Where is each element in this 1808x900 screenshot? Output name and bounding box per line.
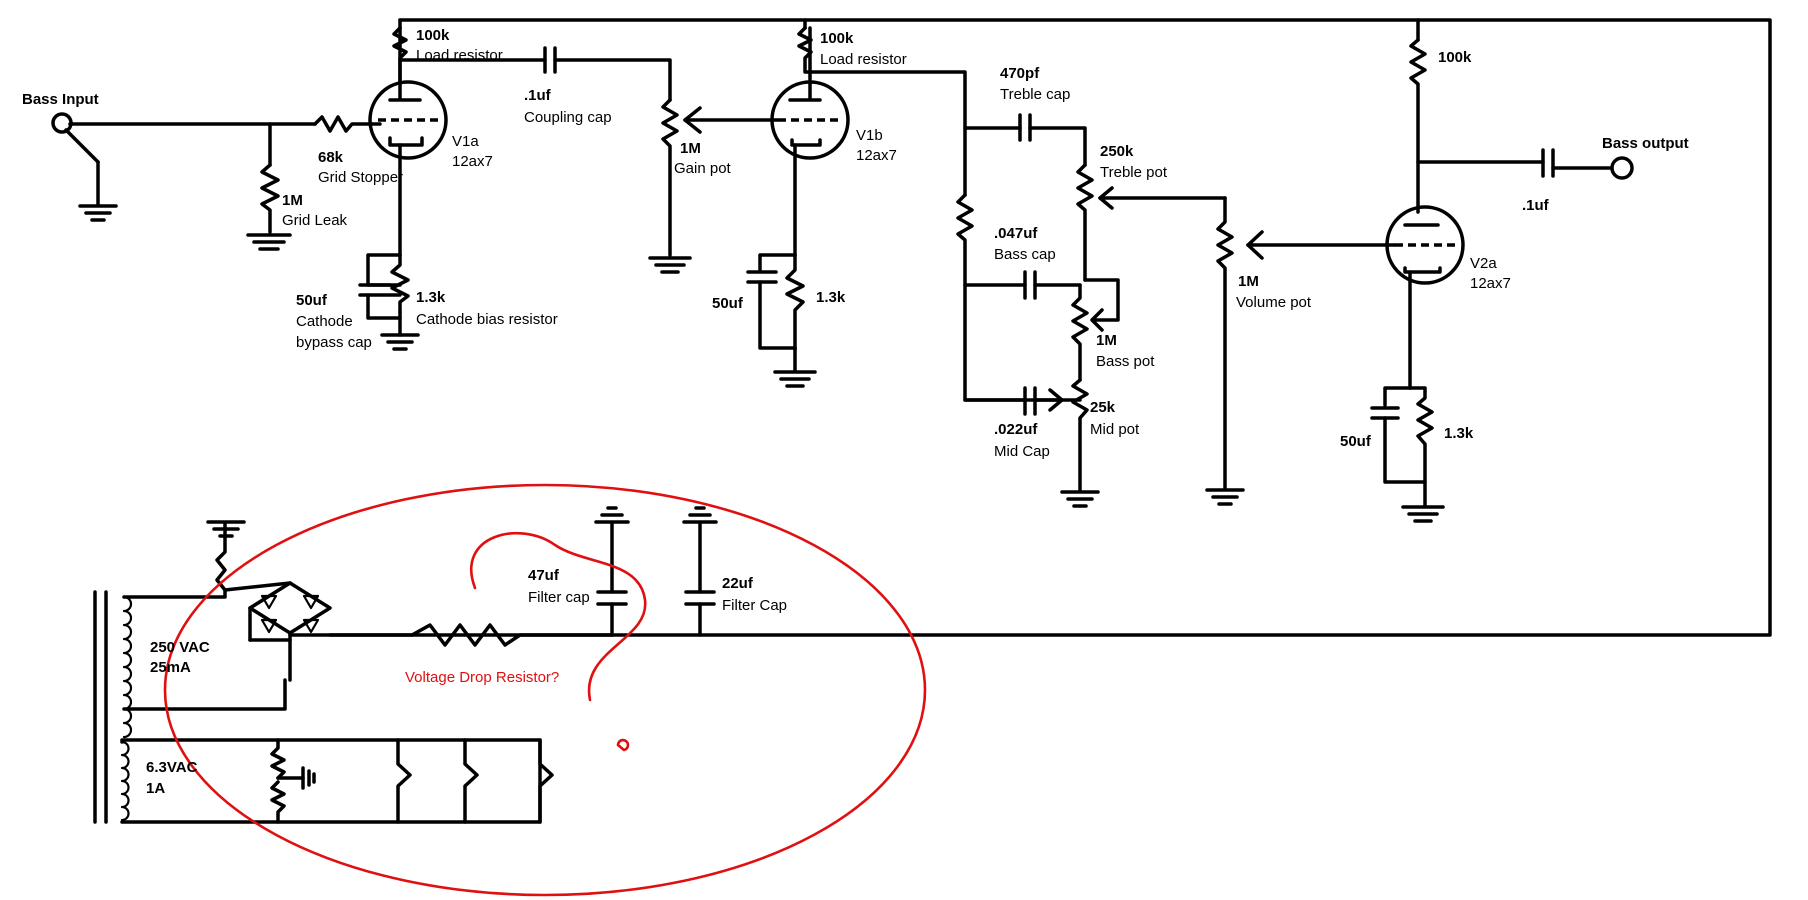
label-grid-stopper-val: 68k bbox=[318, 149, 344, 166]
mid-pot bbox=[1060, 378, 1100, 508]
mid-cap bbox=[963, 386, 1064, 416]
load-resistor-v2a bbox=[1409, 38, 1545, 214]
label-voltage-drop-note: Voltage Drop Resistor? bbox=[405, 669, 559, 686]
label-bass-cap-val: .047uf bbox=[994, 225, 1038, 242]
transformer-core bbox=[93, 590, 108, 824]
label-gain-name: Gain pot bbox=[674, 160, 732, 177]
label-grid-leak-val: 1M bbox=[282, 192, 303, 209]
label-load2-val: 100k bbox=[820, 30, 854, 47]
tone-stack-slope-resistor bbox=[956, 193, 1082, 402]
label-bass-input: Bass Input bbox=[22, 91, 99, 108]
label-out-cap-val: .1uf bbox=[1522, 197, 1550, 214]
load-resistor-v1a bbox=[392, 26, 547, 84]
bass-pot bbox=[1071, 278, 1120, 382]
label-bass-cap-name: Bass cap bbox=[994, 246, 1056, 263]
label-cathode1-res-name: Cathode bias resistor bbox=[416, 311, 558, 328]
tube-v1b bbox=[770, 26, 850, 257]
label-cathode1-cap-name2: bypass cap bbox=[296, 334, 372, 351]
label-load2-name: Load resistor bbox=[820, 51, 907, 68]
hv-ground bbox=[206, 520, 246, 538]
filter-cap-47uf bbox=[594, 506, 630, 637]
label-bass-pot-name: Bass pot bbox=[1096, 353, 1155, 370]
treble-pot bbox=[1076, 163, 1227, 282]
gain-pot bbox=[648, 98, 780, 274]
label-mid-pot-name: Mid pot bbox=[1090, 421, 1140, 438]
label-mid-pot-val: 25k bbox=[1090, 399, 1116, 416]
label-mid-cap-val: .022uf bbox=[994, 421, 1038, 438]
bridge-rectifier bbox=[223, 581, 414, 682]
label-xfmr-heater-1: 6.3VAC bbox=[146, 759, 198, 776]
transformer-heater-winding bbox=[120, 738, 542, 824]
cathode-network-v1b bbox=[746, 253, 817, 388]
label-volume-name: Volume pot bbox=[1236, 294, 1312, 311]
label-cathode2-cap-val: 50uf bbox=[712, 295, 744, 312]
label-filter1-name: Filter cap bbox=[528, 589, 590, 606]
annotation-curl bbox=[470, 531, 647, 702]
label-mid-cap-name: Mid Cap bbox=[994, 443, 1050, 460]
coupling-cap-v1a bbox=[543, 46, 672, 102]
heater-filaments bbox=[396, 738, 554, 824]
bass-input-jack bbox=[51, 112, 317, 222]
label-xfmr-hv-1: 250 VAC bbox=[150, 639, 210, 656]
label-grid-stopper-name: Grid Stopper bbox=[318, 169, 403, 186]
label-coupling-val: .1uf bbox=[524, 87, 552, 104]
filter-cap-22uf bbox=[682, 506, 718, 637]
cathode-network-v1a bbox=[358, 253, 420, 351]
label-cathode2-res-val: 1.3k bbox=[816, 289, 846, 306]
label-gain-val: 1M bbox=[680, 140, 701, 157]
grid-leak-resistor bbox=[246, 122, 292, 251]
label-treble-cap-val: 470pf bbox=[1000, 65, 1040, 82]
label-volume-val: 1M bbox=[1238, 273, 1259, 290]
label-cathode3-cap-val: 50uf bbox=[1340, 433, 1372, 450]
treble-cap bbox=[963, 113, 1087, 167]
label-v2a-name: V2a bbox=[1470, 255, 1497, 272]
label-v1b-type: 12ax7 bbox=[856, 147, 897, 164]
voltage-drop-resistor bbox=[410, 623, 614, 647]
bass-output-jack bbox=[1610, 156, 1634, 180]
label-load3-val: 100k bbox=[1438, 49, 1472, 66]
label-v1a-name: V1a bbox=[452, 133, 479, 150]
label-coupling-name: Coupling cap bbox=[524, 109, 612, 126]
label-cathode3-res-val: 1.3k bbox=[1444, 425, 1474, 442]
transformer-hv-winding bbox=[122, 522, 287, 739]
output-cap bbox=[1541, 148, 1612, 178]
label-treble-pot-name: Treble pot bbox=[1100, 164, 1168, 181]
heater-balance-resistors bbox=[270, 738, 316, 824]
label-bass-output: Bass output bbox=[1602, 135, 1689, 152]
label-filter2-val: 22uf bbox=[722, 575, 754, 592]
volume-pot bbox=[1205, 196, 1390, 506]
label-cathode1-cap-name1: Cathode bbox=[296, 313, 353, 330]
annotation-dot bbox=[616, 738, 630, 752]
label-load1-name: Load resistor bbox=[416, 47, 503, 64]
label-xfmr-heater-2: 1A bbox=[146, 780, 165, 797]
load-resistor-v1b bbox=[797, 26, 967, 197]
b-plus-rail bbox=[288, 18, 1772, 637]
grid-stopper-resistor bbox=[313, 115, 374, 133]
label-v1a-type: 12ax7 bbox=[452, 153, 493, 170]
label-cathode1-cap-val: 50uf bbox=[296, 292, 328, 309]
label-treble-pot-val: 250k bbox=[1100, 143, 1134, 160]
label-treble-cap-name: Treble cap bbox=[1000, 86, 1070, 103]
label-cathode1-res-val: 1.3k bbox=[416, 289, 446, 306]
label-v2a-type: 12ax7 bbox=[1470, 275, 1511, 292]
tube-v2a bbox=[1385, 205, 1465, 390]
label-v1b-name: V1b bbox=[856, 127, 883, 144]
label-filter2-name: Filter Cap bbox=[722, 597, 787, 614]
label-xfmr-hv-2: 25mA bbox=[150, 659, 191, 676]
cathode-network-v2a bbox=[1370, 386, 1445, 523]
bass-cap bbox=[963, 270, 1082, 300]
annotation-circle bbox=[163, 483, 927, 897]
label-bass-pot-val: 1M bbox=[1096, 332, 1117, 349]
label-load1-val: 100k bbox=[416, 27, 450, 44]
label-grid-leak-name: Grid Leak bbox=[282, 212, 348, 229]
label-filter1-val: 47uf bbox=[528, 567, 560, 584]
